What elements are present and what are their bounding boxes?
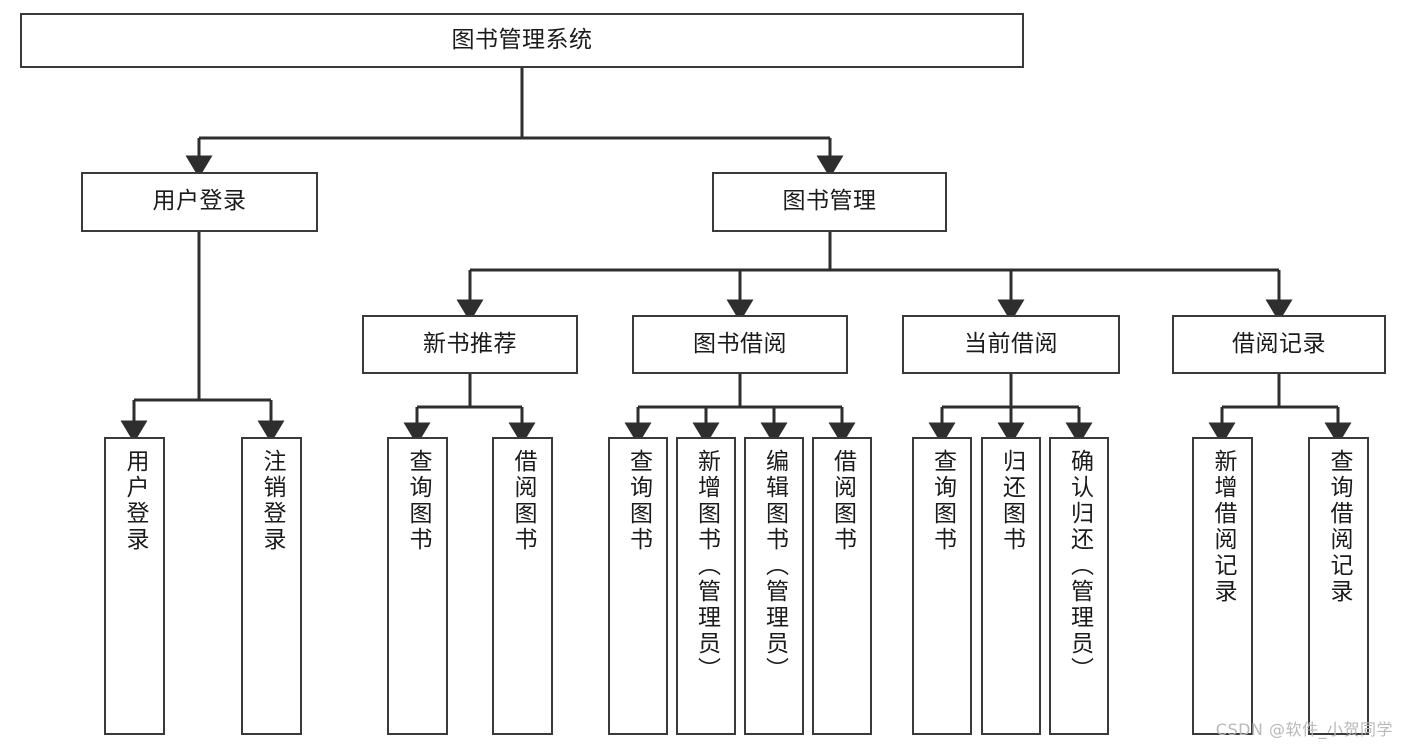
node-current-borrow-label: 当前借阅	[964, 330, 1058, 357]
leaf-label: 归还图书	[998, 449, 1025, 553]
node-user-login[interactable]: 用户登录	[81, 172, 318, 232]
leaf-current-borrow-query-book[interactable]: 查询图书	[912, 437, 972, 735]
leaf-book-borrow-query-book[interactable]: 查询图书	[608, 437, 668, 735]
leaf-current-borrow-return-book[interactable]: 归还图书	[981, 437, 1041, 735]
leaf-label: 查询图书	[929, 449, 956, 553]
leaf-label: 借阅图书	[510, 449, 536, 553]
leaf-user-login-user-login[interactable]: 用户登录	[104, 437, 165, 735]
leaf-label: 查询图书	[405, 449, 431, 553]
leaf-book-borrow-borrow-book[interactable]: 借阅图书	[812, 437, 872, 735]
leaf-borrow-record-add-record[interactable]: 新增借阅记录	[1192, 437, 1253, 735]
node-book-manage-label: 图书管理	[782, 188, 877, 215]
leaf-label: 新增图书（管理员）	[693, 449, 720, 683]
node-book-borrow-label: 图书借阅	[693, 330, 787, 357]
node-book-borrow[interactable]: 图书借阅	[632, 315, 848, 374]
node-borrow-record[interactable]: 借阅记录	[1172, 315, 1386, 374]
leaf-book-borrow-add-book[interactable]: 新增图书（管理员）	[676, 437, 736, 735]
node-current-borrow[interactable]: 当前借阅	[902, 315, 1120, 374]
node-borrow-record-label: 借阅记录	[1232, 330, 1326, 357]
leaf-label: 新增借阅记录	[1210, 449, 1236, 605]
leaf-current-borrow-confirm-return[interactable]: 确认归还（管理员）	[1049, 437, 1109, 735]
leaf-borrow-record-query-record[interactable]: 查询借阅记录	[1308, 437, 1369, 735]
leaf-label: 注销登录	[259, 449, 285, 553]
leaf-book-borrow-edit-book[interactable]: 编辑图书（管理员）	[744, 437, 804, 735]
leaf-label: 编辑图书（管理员）	[761, 449, 788, 683]
node-new-book-recommend[interactable]: 新书推荐	[362, 315, 578, 374]
leaf-new-book-borrow-book[interactable]: 借阅图书	[492, 437, 553, 735]
node-root-label: 图书管理系统	[451, 26, 593, 53]
leaf-label: 查询借阅记录	[1326, 449, 1352, 605]
node-book-manage[interactable]: 图书管理	[712, 172, 947, 232]
node-new-book-recommend-label: 新书推荐	[423, 330, 517, 357]
leaf-label: 查询图书	[625, 449, 652, 553]
leaf-user-login-logout[interactable]: 注销登录	[241, 437, 302, 735]
node-root[interactable]: 图书管理系统	[20, 13, 1024, 68]
node-user-login-label: 用户登录	[152, 188, 247, 215]
leaf-new-book-query-book[interactable]: 查询图书	[387, 437, 448, 735]
leaf-label: 确认归还（管理员）	[1066, 449, 1093, 683]
leaf-label: 借阅图书	[829, 449, 856, 553]
leaf-label: 用户登录	[122, 449, 148, 553]
